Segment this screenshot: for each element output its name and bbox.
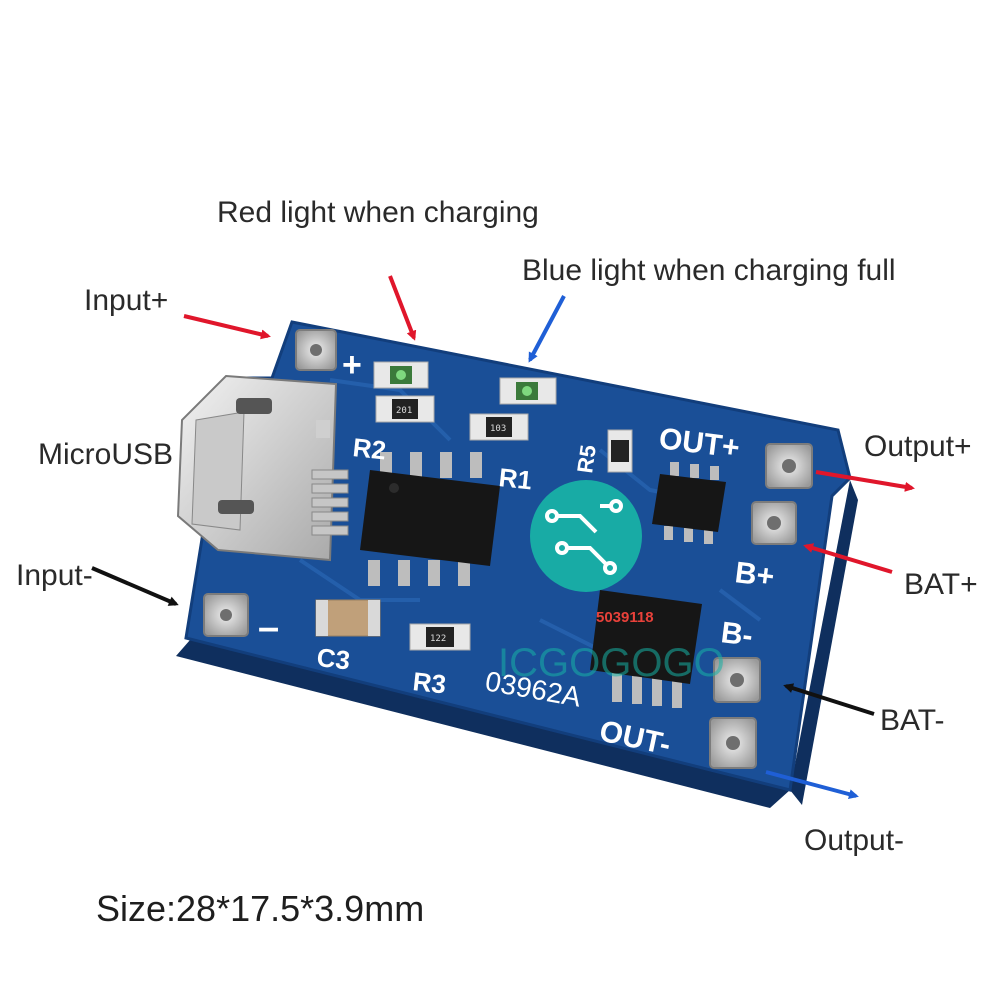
board-edge bbox=[176, 640, 790, 808]
pad-bat-plus bbox=[751, 501, 797, 545]
label-output-plus: Output+ bbox=[864, 430, 972, 463]
led-blue bbox=[499, 377, 557, 405]
code-r2: 201 bbox=[396, 406, 412, 416]
pad-out-minus bbox=[709, 717, 757, 769]
arrow-output-plus bbox=[815, 470, 915, 492]
code-r3: 122 bbox=[430, 634, 446, 644]
watermark: 5039118 ICGOGOGO bbox=[498, 480, 725, 685]
arrow-input-minus bbox=[91, 566, 179, 606]
pad-input-plus bbox=[295, 329, 337, 371]
watermark-brand: ICGOGOGO bbox=[498, 641, 725, 685]
silk-r5: R5 bbox=[572, 443, 601, 474]
label-bat-plus: BAT+ bbox=[904, 568, 978, 601]
arrow-input-plus bbox=[183, 314, 271, 340]
label-red-light: Red light when charging bbox=[217, 196, 539, 229]
silk-c3: C3 bbox=[315, 642, 351, 675]
protection-ic bbox=[652, 462, 726, 544]
arrow-output-minus bbox=[765, 770, 859, 800]
resistor-r1 bbox=[469, 413, 529, 441]
resistor-r5 bbox=[607, 429, 633, 473]
arrow-bat-minus bbox=[783, 683, 875, 716]
silkscreen: + – R2 R1 R5 OUT+ B+ B- OUT- C3 R3 03962… bbox=[258, 346, 776, 762]
silk-minus: – bbox=[258, 607, 279, 649]
label-input-minus: Input- bbox=[16, 559, 93, 592]
silk-plus: + bbox=[342, 346, 362, 384]
resistor-codes: 201 103 122 bbox=[396, 406, 506, 644]
mosfet-ic bbox=[590, 590, 702, 708]
code-r1: 103 bbox=[490, 424, 506, 434]
label-input-plus: Input+ bbox=[84, 284, 169, 317]
label-blue-light: Blue light when charging full bbox=[522, 254, 896, 287]
watermark-circle bbox=[530, 480, 642, 592]
label-bat-minus: BAT- bbox=[880, 704, 945, 737]
size-caption: Size:28*17.5*3.9mm bbox=[96, 888, 425, 929]
arrow-red-light bbox=[388, 275, 417, 341]
silk-b-plus: B+ bbox=[733, 556, 776, 594]
pad-out-plus bbox=[765, 443, 813, 489]
resistor-r2 bbox=[375, 395, 435, 423]
arrow-bat-plus bbox=[803, 543, 893, 574]
pad-bat-minus bbox=[713, 657, 761, 703]
label-output-minus: Output- bbox=[804, 824, 905, 857]
micro-usb-connector bbox=[176, 374, 349, 562]
capacitor-c3 bbox=[315, 599, 381, 637]
annotation-arrows bbox=[91, 275, 915, 800]
led-red bbox=[373, 361, 429, 389]
arrow-blue-light bbox=[528, 295, 566, 363]
resistor-r3 bbox=[409, 623, 471, 651]
circuit-icon bbox=[545, 499, 623, 575]
charger-ic bbox=[360, 452, 500, 586]
silk-r1: R1 bbox=[497, 462, 533, 495]
silk-b-minus: B- bbox=[719, 616, 754, 653]
circuit-board: + – R2 R1 R5 OUT+ B+ B- OUT- C3 R3 03962… bbox=[176, 320, 858, 808]
pad-input-minus bbox=[203, 593, 249, 637]
silk-r3: R3 bbox=[411, 666, 447, 699]
board-side bbox=[790, 480, 858, 805]
watermark-shop-no: 5039118 bbox=[596, 609, 654, 626]
silk-r2: R2 bbox=[351, 432, 387, 465]
label-microusb: MicroUSB bbox=[38, 438, 174, 471]
